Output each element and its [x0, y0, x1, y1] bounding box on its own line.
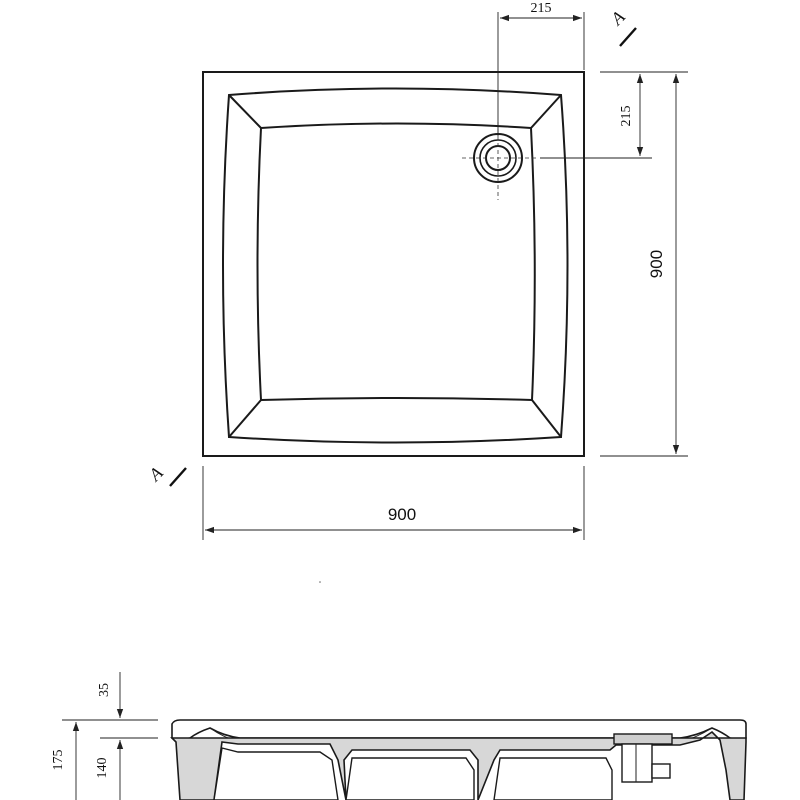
- dimension-rim-depth-label: 35: [97, 683, 112, 697]
- dimension-plan-height-label: 900: [647, 250, 666, 278]
- dimension-drain-offset-y: 215: [540, 71, 652, 159]
- dimension-drain-offset-y-label: 215: [619, 106, 634, 127]
- dimension-plan-height: 900: [600, 71, 688, 457]
- corner-line-tr: [530, 94, 562, 129]
- dimension-plan-width-label: 900: [388, 505, 416, 524]
- section-marker-bottom: A: [144, 462, 187, 487]
- section-recess-left: [213, 747, 339, 800]
- dimension-body-height-label: 140: [95, 758, 110, 779]
- plan-view: 215 215 900 900 A A: [144, 1, 688, 540]
- dimension-body-height: 140: [95, 740, 124, 800]
- section-recess-mid: [345, 757, 475, 800]
- section-body: [170, 730, 747, 800]
- section-top-profile: [171, 719, 747, 740]
- section-marker-bottom-label: A: [144, 462, 167, 485]
- section-recess-right: [493, 757, 613, 800]
- section-view: 35 140 175: [51, 672, 747, 800]
- dimension-total-height: 175: [51, 719, 100, 800]
- corner-line-tl: [228, 94, 262, 129]
- drain-icon: [462, 122, 538, 200]
- stray-dot: [319, 581, 321, 583]
- dimension-drain-offset-x-label: 215: [531, 1, 552, 16]
- tray-outer-edge: [202, 71, 585, 457]
- section-marker-top: A: [606, 6, 637, 47]
- corner-line-bl: [228, 399, 262, 438]
- dimension-rim-depth: 35: [97, 672, 158, 739]
- dimension-total-height-label: 175: [51, 750, 66, 771]
- corner-line-br: [531, 399, 562, 438]
- dimension-drain-offset-x: 215: [497, 1, 585, 136]
- section-marker-top-label: A: [606, 6, 629, 29]
- drain-trap-icon: [613, 733, 673, 783]
- dimension-plan-width: 900: [202, 466, 585, 540]
